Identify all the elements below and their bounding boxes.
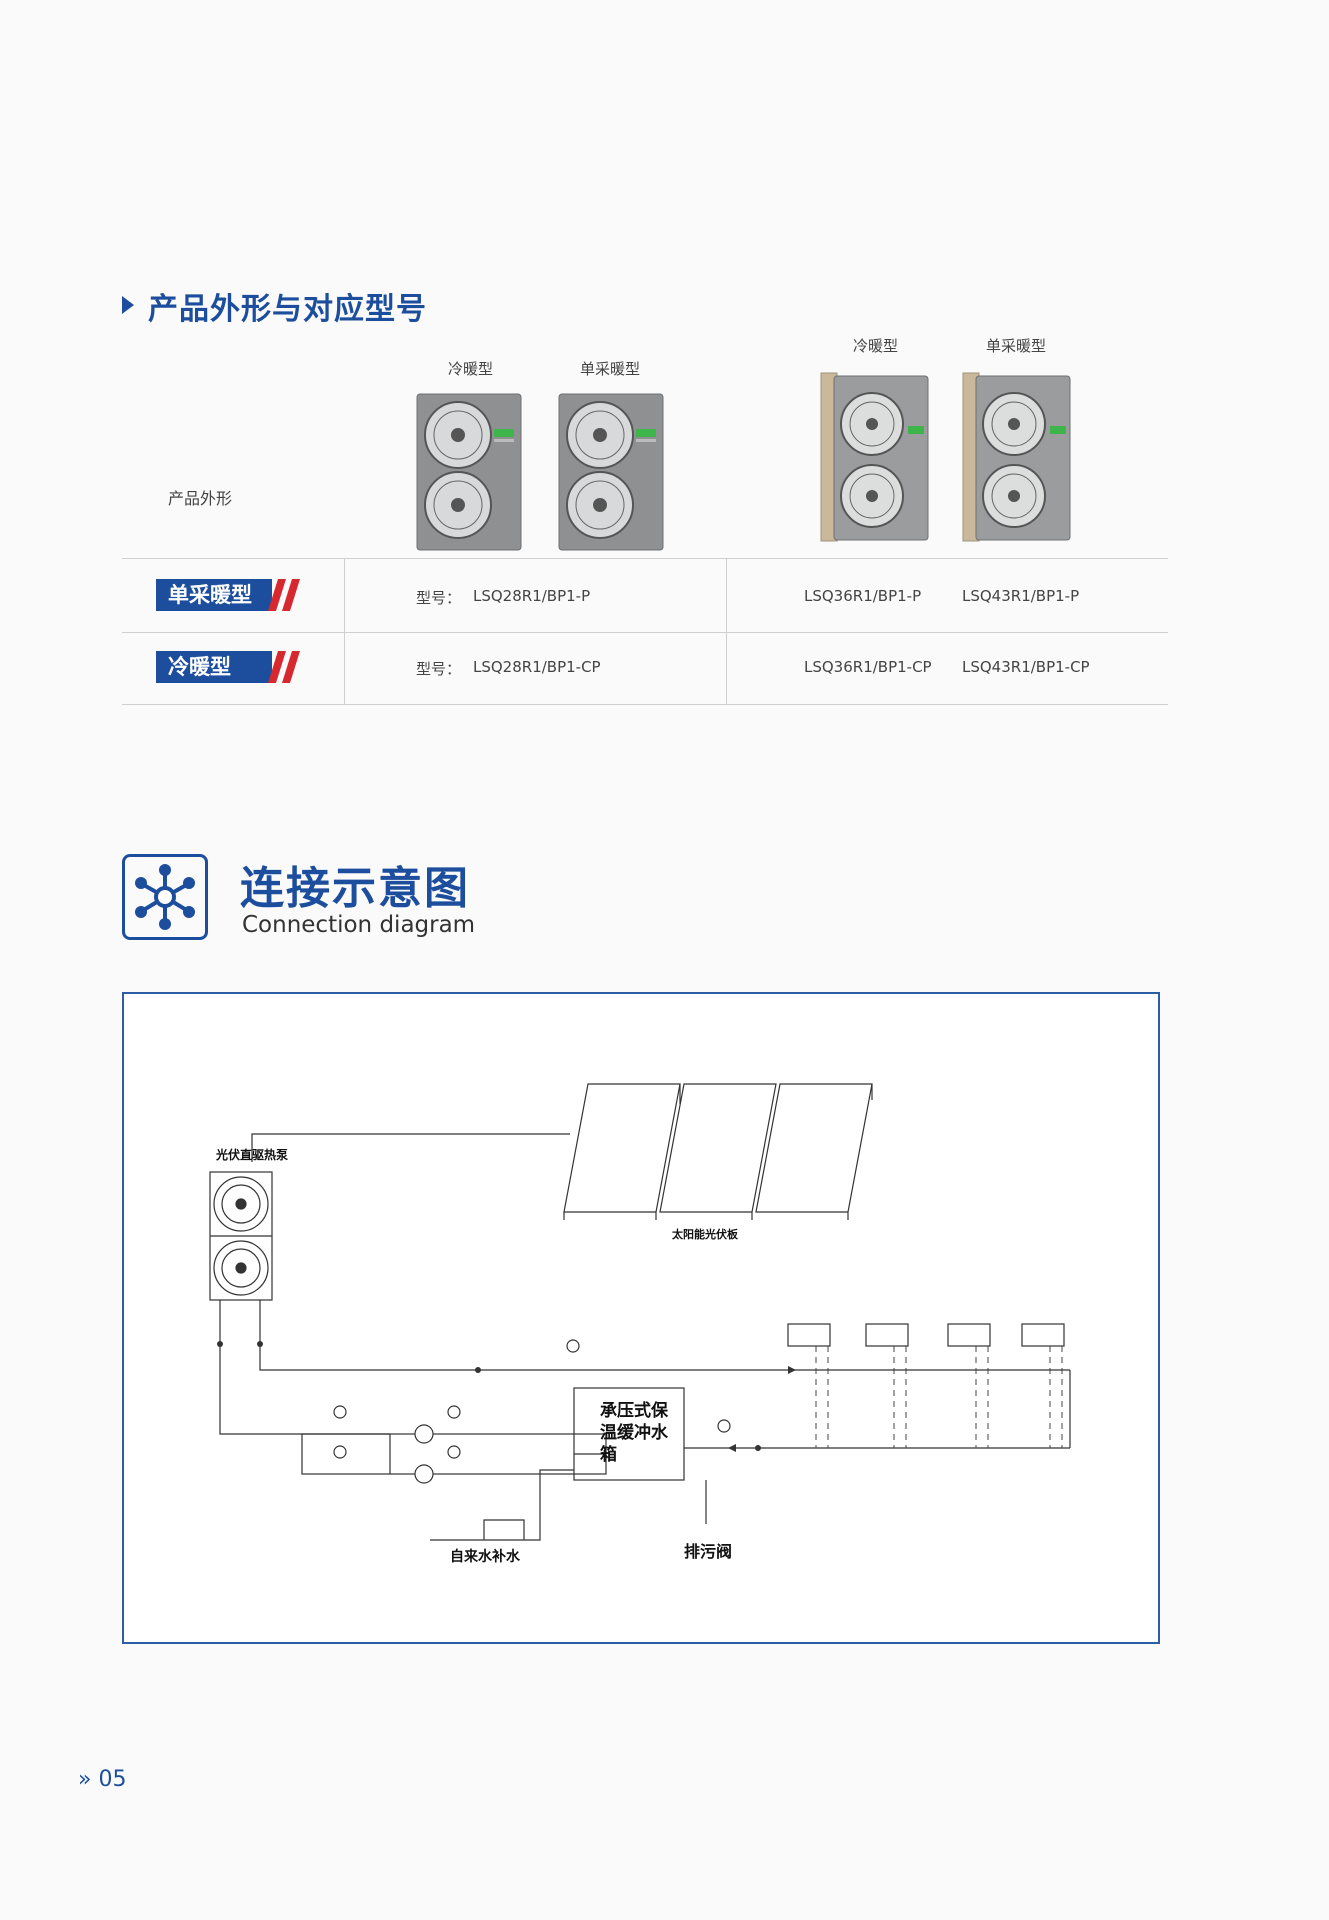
table-divider [122,558,1168,559]
double-chevron-icon: » [78,1767,92,1792]
label-tank-line1: 承压式保 [600,1401,668,1421]
section-title-connection: 连接示意图 [240,863,470,914]
row-label-product-outline: 产品外形 [168,489,233,508]
label-cool-heat-small: 冷暖型 [448,360,494,378]
model-prefix: 型号： [416,660,462,678]
section-subtitle-connection: Connection diagram [242,912,476,938]
label-heat-pump: 光伏直驱热泵 [216,1148,289,1162]
heat-pump-unit-image [558,393,664,551]
model-lsq43-p: LSQ43R1/BP1-P [962,587,1080,605]
badge-slash-icon [268,651,300,683]
table-divider [344,558,345,704]
label-tank-line2: 温缓冲水 [600,1423,668,1443]
table-divider [122,704,1168,705]
label-cool-heat-large: 冷暖型 [853,337,899,355]
section-title-products: 产品外形与对应型号 [148,292,427,327]
heat-pump-unit-image [962,372,1071,542]
table-divider [726,558,727,704]
piping-schematic [209,1083,1071,1541]
label-solar-panel: 太阳能光伏板 [672,1228,738,1241]
badge-cool-heat: 冷暖型 [156,651,272,683]
section-arrow-icon [122,296,134,314]
model-lsq28-cp: LSQ28R1/BP1-CP [473,658,601,676]
label-drain-valve: 排污阀 [684,1542,733,1561]
badge-slash-icon [268,579,300,611]
model-lsq43-cp: LSQ43R1/BP1-CP [962,658,1090,676]
heat-pump-unit-image [416,393,522,551]
badge-heat-only: 单采暖型 [156,579,272,611]
label-heat-only-large: 单采暖型 [986,337,1047,355]
model-lsq36-cp: LSQ36R1/BP1-CP [804,658,932,676]
connection-diagram: 光伏直驱热泵 太阳能光伏板 承压式保 温缓冲水 箱 自来水补水 排污阀 [122,992,1160,1644]
page-number: » 05 [78,1767,126,1792]
model-lsq36-p: LSQ36R1/BP1-P [804,587,922,605]
connection-network-icon [122,854,208,940]
model-lsq28-p: LSQ28R1/BP1-P [473,587,591,605]
heat-pump-unit-image [820,372,929,542]
label-tank-line3: 箱 [600,1445,617,1465]
model-prefix: 型号： [416,589,462,607]
page-number-value: 05 [98,1767,127,1792]
label-water-supply: 自来水补水 [450,1549,520,1565]
table-divider [122,632,1168,633]
label-heat-only-small: 单采暖型 [580,360,641,378]
